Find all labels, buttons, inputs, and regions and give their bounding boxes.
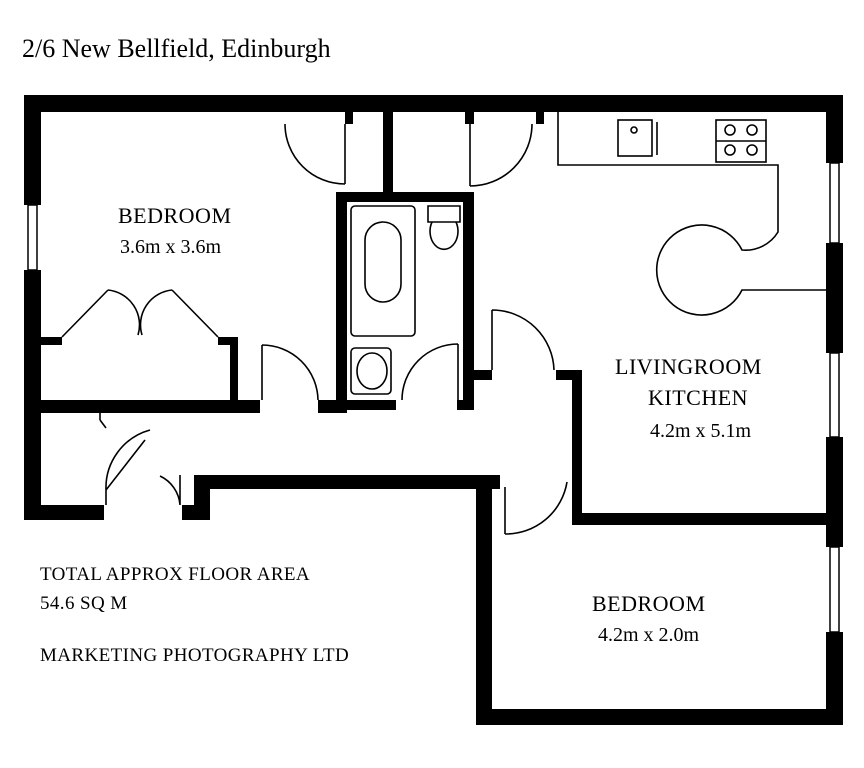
kitchen bbox=[557, 112, 826, 316]
interior-walls bbox=[24, 112, 828, 525]
window-bedroom1 bbox=[27, 204, 38, 271]
door-cupboard-hall bbox=[99, 413, 107, 429]
window-living-1 bbox=[829, 162, 840, 244]
kitchen-sink bbox=[617, 119, 653, 157]
wall-left-upper bbox=[24, 95, 41, 205]
window-living-2 bbox=[829, 352, 840, 438]
wall-bottom-left-a bbox=[24, 505, 104, 520]
basin bbox=[350, 347, 392, 395]
bedroom2-size: 4.2m x 2.0m bbox=[598, 624, 700, 646]
wall-bottom-right bbox=[476, 709, 843, 725]
living-name-line1: LIVINGROOM bbox=[615, 354, 762, 379]
wardrobe-doors bbox=[61, 289, 219, 338]
area-label: TOTAL APPROX FLOOR AREA bbox=[40, 564, 311, 585]
door-swings bbox=[99, 123, 568, 535]
bedroom1-name: BEDROOM bbox=[118, 203, 232, 228]
wall-right-1 bbox=[826, 95, 843, 163]
door-bedroom1 bbox=[261, 344, 319, 401]
bath bbox=[350, 205, 416, 337]
windows bbox=[27, 162, 840, 633]
door-entrance-b bbox=[159, 475, 181, 506]
door-bathroom bbox=[401, 343, 459, 401]
living-size: 4.2m x 5.1m bbox=[650, 420, 752, 442]
wall-bedroom2-left bbox=[476, 475, 492, 725]
area-value: 54.6 SQ M bbox=[40, 593, 128, 614]
wall-left-lower bbox=[24, 270, 41, 520]
door-entrance bbox=[105, 429, 151, 505]
door-bedroom1-cupboard bbox=[284, 123, 346, 185]
company-name: MARKETING PHOTOGRAPHY LTD bbox=[40, 645, 350, 666]
wall-top bbox=[24, 95, 842, 112]
wall-right-3 bbox=[826, 437, 843, 547]
bathroom-wall-right bbox=[463, 192, 474, 408]
toilet bbox=[427, 205, 461, 251]
wall-step-horizontal bbox=[194, 475, 500, 489]
bathroom-wall-left bbox=[336, 192, 347, 410]
living-name-line2: KITCHEN bbox=[648, 385, 749, 410]
plan-title: 2/6 New Bellfield, Edinburgh bbox=[22, 34, 331, 63]
wall-right-4 bbox=[826, 632, 843, 725]
bathroom-fixtures bbox=[350, 205, 461, 395]
wall-right-2 bbox=[826, 243, 843, 353]
bedroom2-name: BEDROOM bbox=[592, 591, 706, 616]
window-bedroom2 bbox=[829, 546, 840, 633]
outer-walls bbox=[24, 95, 843, 725]
bedroom1-size: 3.6m x 3.6m bbox=[120, 236, 222, 258]
door-cupboard-2 bbox=[469, 123, 533, 187]
bathroom-wall-top bbox=[336, 192, 474, 202]
door-bedroom2 bbox=[504, 481, 568, 535]
door-living bbox=[491, 309, 555, 371]
kitchen-counter bbox=[557, 112, 826, 316]
